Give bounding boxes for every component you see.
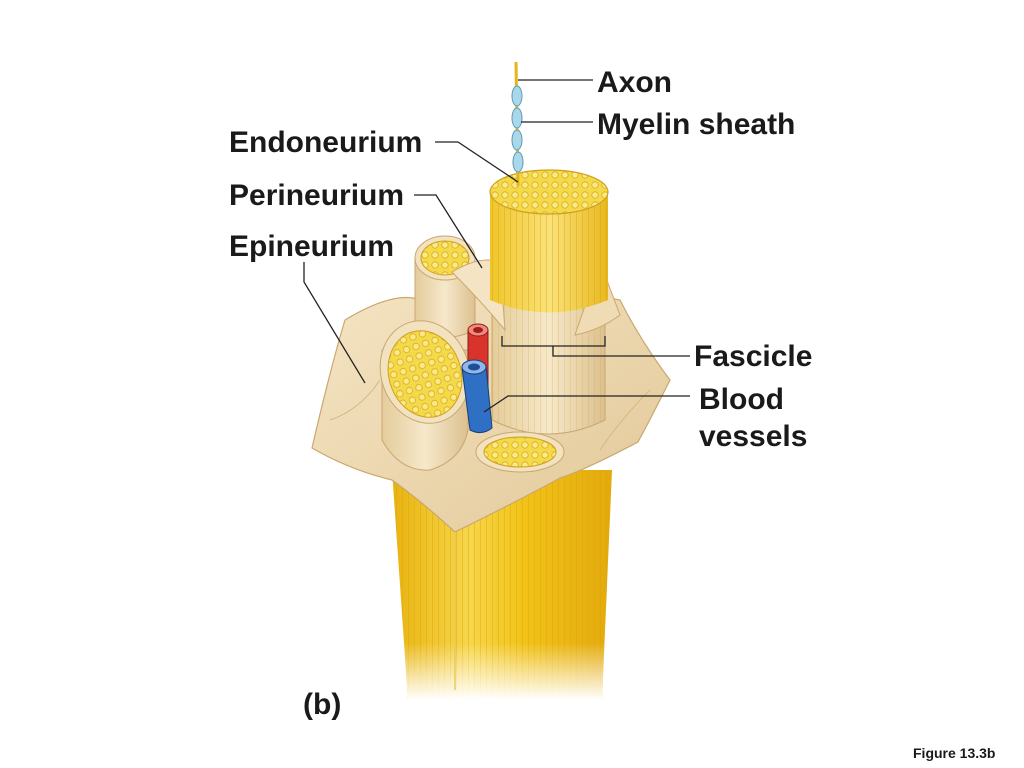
label-blood: Blood xyxy=(699,383,784,416)
label-endoneurium: Endoneurium xyxy=(229,126,423,159)
fascicle-small-bottom xyxy=(475,431,565,473)
panel-label: (b) xyxy=(303,688,342,721)
label-myelin-sheath: Myelin sheath xyxy=(597,108,796,141)
leader-fascicle xyxy=(552,346,690,357)
single-axon xyxy=(511,61,524,187)
exposed-axon-bundle xyxy=(489,169,609,313)
vein xyxy=(461,359,493,434)
label-perineurium: Perineurium xyxy=(229,179,405,212)
label-vessels: vessels xyxy=(699,420,808,453)
label-epineurium: Epineurium xyxy=(229,230,395,263)
nerve-trunk xyxy=(392,470,612,700)
label-fascicle: Fascicle xyxy=(694,340,813,373)
fascicle-front-left xyxy=(379,320,471,471)
leader-lines xyxy=(303,79,690,413)
leader-epineurium xyxy=(303,262,366,384)
leader-perineurium xyxy=(414,194,483,269)
figure-caption: Figure 13.3b xyxy=(913,745,996,761)
leader-blood-vessels xyxy=(483,395,690,413)
label-axon: Axon xyxy=(597,66,672,99)
leader-endoneurium xyxy=(435,141,519,183)
